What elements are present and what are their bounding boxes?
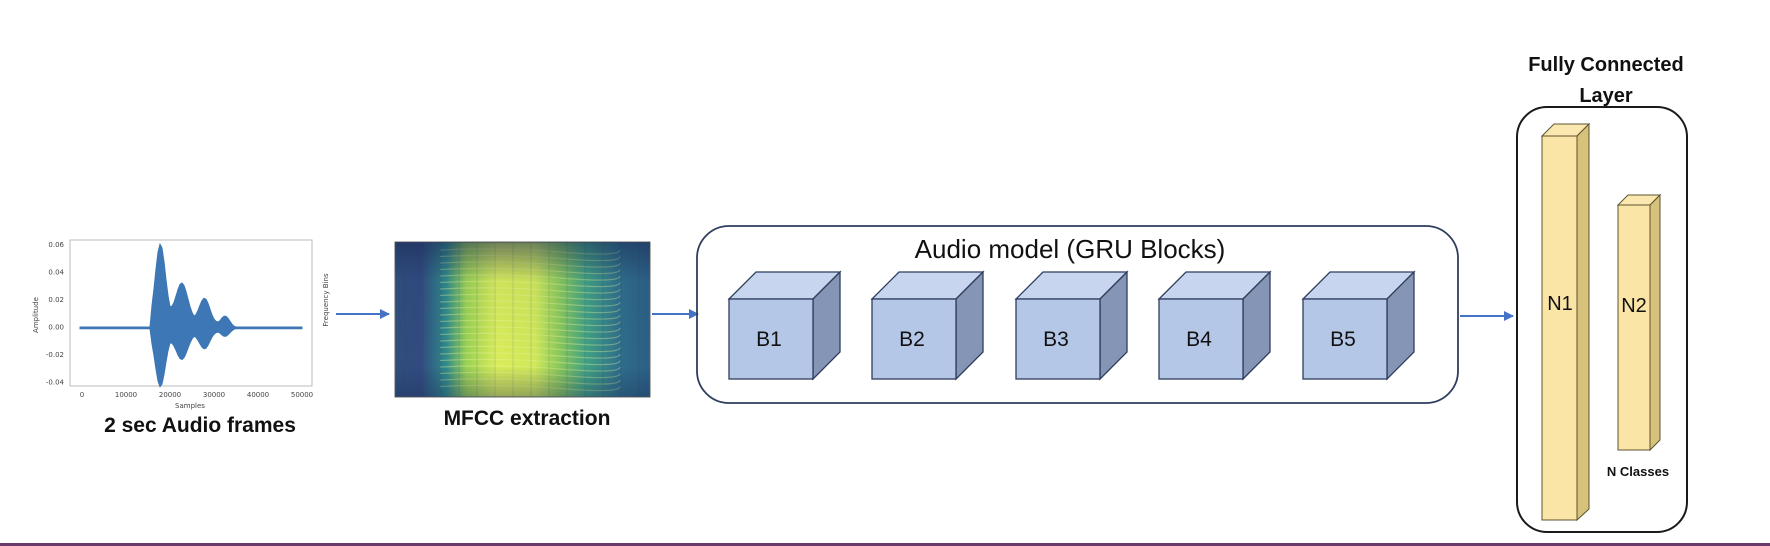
waveform-y-tick: 0.04 (48, 269, 64, 277)
waveform-x-axis-label: Samples (175, 402, 205, 410)
gru-block-label: B3 (1043, 328, 1069, 351)
gru-block-label: B1 (756, 328, 782, 351)
gru-block-b4: B4 (1157, 270, 1272, 381)
audio-model-container (696, 225, 1459, 404)
mfcc-caption: MFCC extraction (444, 407, 611, 430)
waveform-y-tick: 0.02 (48, 296, 64, 304)
waveform-y-tick: -0.04 (46, 379, 65, 387)
waveform-x-tick: 50000 (291, 391, 313, 399)
audio-model-group: Audio model (GRU Blocks) B1 B2 B3 B4 B5 (696, 225, 1459, 404)
audio-model-title: Audio model (GRU Blocks) (915, 234, 1226, 264)
waveform-x-tick: 0 (80, 391, 84, 399)
fc-container (1516, 106, 1688, 533)
fc-n2-label: N2 (1621, 295, 1647, 317)
waveform-y-tick: -0.02 (46, 351, 64, 359)
gru-block-b3: B3 (1014, 270, 1129, 381)
fully-connected-group: Fully Connected Layer N1 N2 N Classes (1516, 54, 1688, 533)
fc-classes-label: N Classes (1607, 464, 1669, 479)
gru-block-b1: B1 (727, 270, 842, 381)
fc-title-line1: Fully Connected (1528, 54, 1684, 76)
waveform-y-axis-label: Amplitude (32, 297, 40, 333)
waveform-x-tick: 10000 (115, 391, 137, 399)
waveform-y-tick: 0.06 (48, 241, 64, 249)
mfcc-spectrogram: MFCC extraction (394, 241, 651, 430)
waveform-plot: 0.06 0.04 0.02 0.00 -0.02 -0.04 0 10000 20000 30… (32, 239, 330, 437)
gru-block-b5: B5 (1301, 270, 1416, 381)
waveform-axes-frame (69, 239, 313, 387)
gru-block-b2: B2 (870, 270, 985, 381)
fc-neuron-n1: N1 (1540, 122, 1591, 522)
waveform-x-tick: 30000 (203, 391, 225, 399)
gru-block-label: B5 (1330, 328, 1356, 351)
gru-block-label: B4 (1186, 328, 1212, 351)
fc-neuron-n2: N2 (1616, 193, 1662, 452)
fc-n1-label: N1 (1547, 293, 1573, 315)
waveform-x-tick: 40000 (247, 391, 269, 399)
waveform-caption: 2 sec Audio frames (104, 414, 296, 437)
waveform-signal (79, 242, 303, 388)
waveform-x-tick: 20000 (159, 391, 181, 399)
fc-title-line2: Layer (1579, 85, 1633, 107)
bottom-border (0, 543, 1770, 546)
gru-block-label: B2 (899, 328, 925, 351)
waveform-y-tick: 0.00 (48, 324, 64, 332)
waveform-right-axis-label: Frequency Bins (322, 273, 330, 327)
